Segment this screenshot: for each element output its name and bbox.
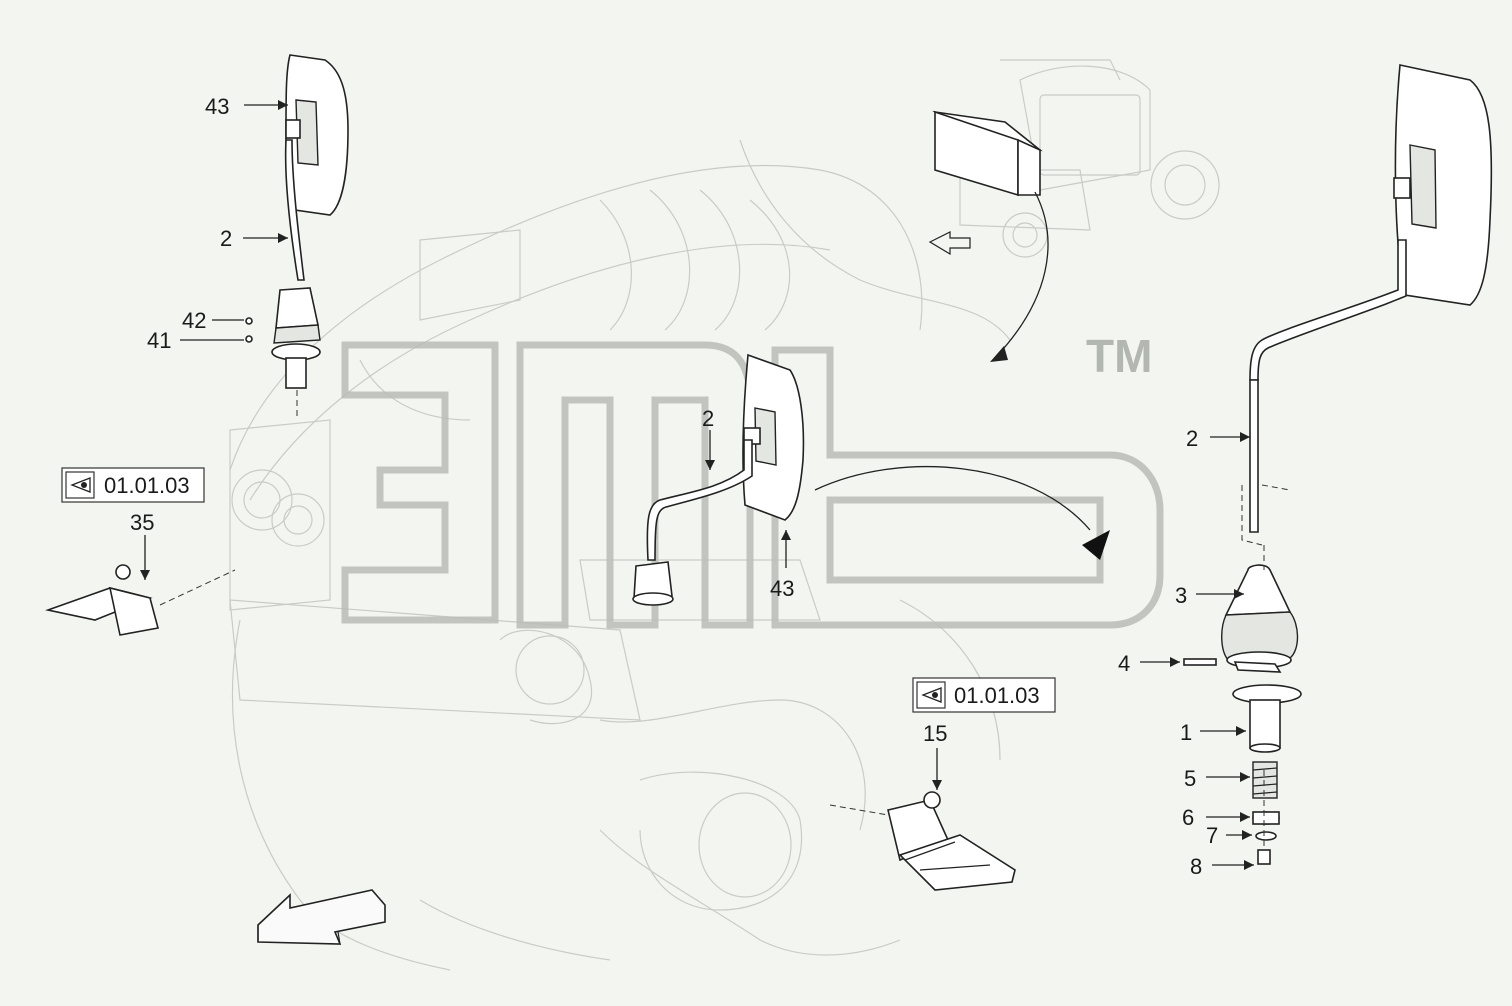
highlight-box bbox=[932, 110, 1043, 197]
callout-5: 5 bbox=[1184, 766, 1196, 791]
zoom-leader-arrowhead bbox=[990, 346, 1008, 362]
view-eye-icon bbox=[921, 687, 942, 703]
callout-15: 15 bbox=[923, 721, 947, 746]
watermark-trademark: TM bbox=[1086, 330, 1152, 382]
callout-43-top: 43 bbox=[205, 94, 229, 119]
transfer-arrowhead bbox=[1082, 530, 1110, 560]
callout-2-right: 2 bbox=[1186, 426, 1198, 451]
reference-label-left: 01.01.03 bbox=[104, 473, 190, 498]
callout-43-mid: 43 bbox=[770, 576, 794, 601]
direction-arrow-icon bbox=[257, 889, 386, 945]
callout-6: 6 bbox=[1182, 805, 1194, 830]
callout-35: 35 bbox=[130, 510, 154, 535]
callout-8: 8 bbox=[1190, 854, 1202, 879]
zoom-leader-arrow bbox=[994, 191, 1049, 359]
callout-1: 1 bbox=[1180, 720, 1192, 745]
callout-4: 4 bbox=[1118, 651, 1130, 676]
direction-arrow-small bbox=[928, 231, 971, 256]
reference-box-left[interactable]: 01.01.03 bbox=[61, 467, 205, 503]
transfer-arrow bbox=[814, 465, 1091, 531]
callout-7: 7 bbox=[1206, 823, 1218, 848]
reference-box-bottom[interactable]: 01.01.03 bbox=[912, 677, 1056, 713]
mirror-assembly-center bbox=[632, 353, 805, 606]
background-machine-outline bbox=[229, 139, 1011, 971]
reference-label-bottom: 01.01.03 bbox=[954, 683, 1040, 708]
callout-2-mid: 2 bbox=[702, 406, 714, 431]
callout-41: 41 bbox=[147, 328, 171, 353]
mirror-assembly-right bbox=[1221, 64, 1493, 865]
callout-2-top: 2 bbox=[220, 226, 232, 251]
pin-4 bbox=[1183, 658, 1217, 666]
callout-3: 3 bbox=[1175, 583, 1187, 608]
callout-42: 42 bbox=[182, 308, 206, 333]
mirror-assembly-top-left bbox=[245, 54, 349, 420]
bracket-15 bbox=[829, 791, 1016, 891]
view-eye-icon bbox=[70, 477, 91, 493]
bracket-35 bbox=[45, 564, 236, 636]
